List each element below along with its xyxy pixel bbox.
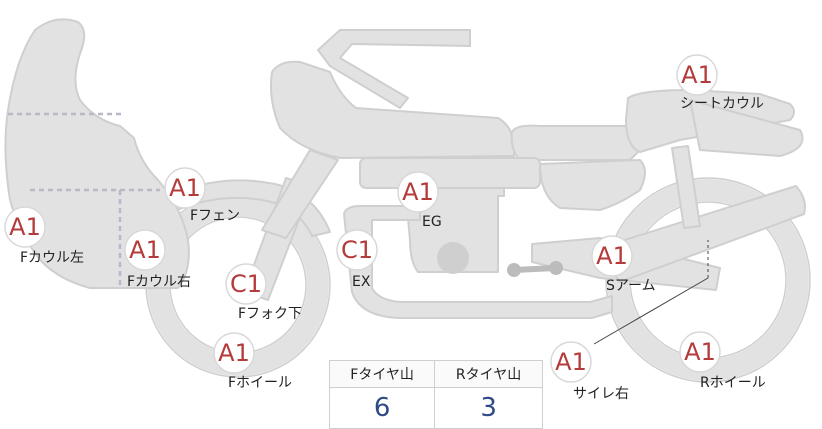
grade-text: A1 — [9, 213, 41, 241]
footpeg-bar — [511, 265, 559, 273]
grade-badge — [679, 331, 721, 373]
frame-down-tube-shape — [261, 149, 339, 239]
grade-text: A1 — [684, 338, 716, 366]
tire-tread-table: Fタイヤ山 Rタイヤ山 6 3 — [328, 360, 543, 429]
rear-tread-header: Rタイヤ山 — [434, 360, 543, 388]
part-label: Rホイール — [700, 375, 766, 391]
part-label: Fフェン — [190, 208, 240, 224]
grade-badge — [336, 229, 378, 271]
rear-tread-value: 3 — [434, 387, 543, 429]
grade-text: A1 — [129, 236, 161, 264]
part-rear-wheel[interactable]: A1 Rホイール — [679, 331, 766, 391]
front-cowl-shape — [4, 18, 190, 289]
rear-tail-shape — [689, 99, 804, 157]
footpeg-knob-right — [549, 261, 563, 275]
engine-cover-dot — [437, 242, 469, 274]
grade-text: A1 — [169, 174, 201, 202]
grade-badge — [4, 206, 46, 248]
grade-text: C1 — [341, 236, 373, 264]
part-label: Fフォク下 — [238, 306, 302, 322]
part-label: EX — [352, 274, 371, 290]
rear-shock-shape — [671, 145, 701, 229]
upper-frame-shape — [317, 29, 471, 109]
grade-text: C1 — [230, 270, 262, 298]
part-label: Sアーム — [606, 278, 656, 294]
part-front-wheel[interactable]: A1 Fホイール — [213, 332, 292, 391]
front-tread-value: 6 — [328, 387, 436, 429]
grade-text: A1 — [218, 339, 250, 367]
exhaust-pipe-shape — [343, 205, 613, 319]
grade-badge — [676, 54, 718, 96]
engine-case-shape — [359, 157, 541, 189]
grade-badge — [124, 229, 166, 271]
grade-badge — [550, 341, 592, 383]
grade-badge — [164, 167, 206, 209]
part-muffler-right[interactable]: A1 サイレ右 — [550, 341, 629, 402]
grade-text: A1 — [596, 242, 628, 270]
part-label: サイレ右 — [573, 386, 629, 402]
fuel-tank-shape — [270, 60, 516, 159]
grade-text: A1 — [555, 348, 587, 376]
rear-wheel-outline-outer — [605, 177, 811, 383]
part-front-cowl-right[interactable]: A1 Fカウル右 — [124, 229, 191, 290]
muffler-leader-lines — [593, 240, 709, 345]
grade-badge — [591, 235, 633, 277]
part-label: シートカウル — [680, 96, 764, 112]
part-front-fender[interactable]: A1 Fフェン — [164, 167, 240, 224]
grade-text: A1 — [681, 61, 713, 89]
part-label: EG — [422, 214, 442, 230]
part-swing-arm[interactable]: A1 Sアーム — [591, 235, 656, 294]
part-front-cowl-left[interactable]: A1 Fカウル左 — [4, 206, 84, 266]
side-cover-shape — [539, 159, 646, 211]
cowl-split-lines — [8, 112, 160, 288]
grade-text: A1 — [402, 178, 434, 206]
tread-value-row: 6 3 — [328, 387, 543, 429]
part-front-fork-lower[interactable]: C1 Fフォク下 — [225, 263, 302, 322]
grade-badge — [225, 263, 267, 305]
grade-badge — [397, 171, 439, 213]
part-seat-cowl[interactable]: A1 シートカウル — [676, 54, 764, 112]
seat-shape — [510, 124, 641, 161]
footpeg-knob-left — [507, 263, 521, 277]
front-tread-header: Fタイヤ山 — [328, 360, 436, 388]
part-label: Fカウル右 — [127, 274, 191, 290]
grade-badge — [213, 332, 255, 374]
part-label: Fカウル左 — [20, 250, 84, 266]
part-exhaust[interactable]: C1 EX — [336, 229, 378, 290]
tread-header-row: Fタイヤ山 Rタイヤ山 — [328, 360, 543, 388]
muffler-leader-line — [593, 277, 709, 345]
part-engine[interactable]: A1 EG — [397, 171, 442, 230]
part-label: Fホイール — [228, 375, 292, 391]
part-annotations: A1 Fカウル左 A1 Fカウル右 A1 Fフェン C1 Fフォク下 A1 Fホ… — [4, 54, 766, 402]
